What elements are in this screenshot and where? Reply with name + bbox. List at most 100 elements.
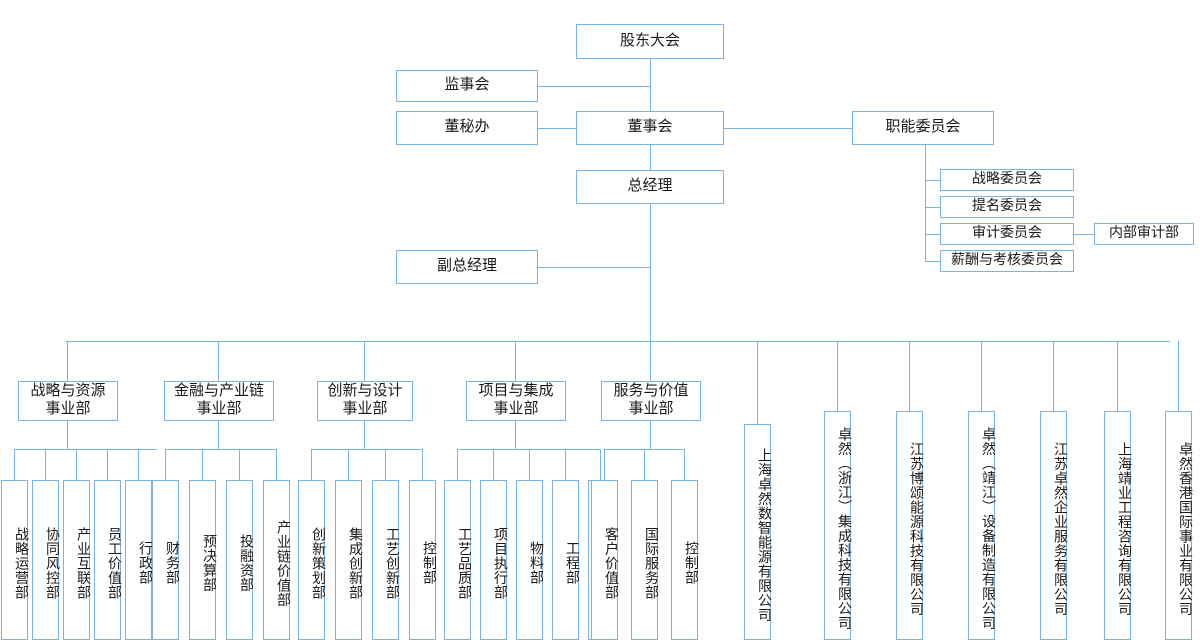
node-dept-4-1[interactable]: 国际服务部 xyxy=(631,480,658,640)
connector-committee-nomination-stub xyxy=(925,207,941,208)
connector-supervisory-to-trunk xyxy=(538,86,651,87)
node-division-0[interactable]: 战略与资源 事业部 xyxy=(18,381,118,421)
connector-committee-remuneration-stub xyxy=(925,261,941,262)
node-dept-0-3[interactable]: 员工价值部 xyxy=(94,480,121,640)
drop-dept-3-1 xyxy=(493,449,494,480)
drop-dept-0-3 xyxy=(107,449,108,480)
node-dept-1-0[interactable]: 财务部 xyxy=(152,480,179,640)
drop-dept-1-1 xyxy=(202,449,203,480)
drop-subsidiary-2 xyxy=(909,341,910,411)
sub-bus-division-0 xyxy=(14,449,157,450)
node-dept-1-2[interactable]: 投融资部 xyxy=(226,480,253,640)
drop-dept-1-2 xyxy=(239,449,240,480)
node-dept-0-4[interactable]: 行政部 xyxy=(125,480,152,640)
node-dept-3-1[interactable]: 项目执行部 xyxy=(480,480,507,640)
node-general-manager[interactable]: 总经理 xyxy=(576,170,724,204)
connector-board-to-gm xyxy=(650,145,651,170)
node-division-1[interactable]: 金融与产业链 事业部 xyxy=(164,381,274,421)
node-committee-remuneration[interactable]: 薪酬与考核委员会 xyxy=(940,250,1074,272)
node-subsidiary-5[interactable]: 上海靖业工程咨询有限公司 xyxy=(1104,411,1131,640)
node-dept-4-0[interactable]: 客户价值部 xyxy=(591,480,618,640)
node-committee-nomination[interactable]: 提名委员会 xyxy=(940,196,1074,218)
drop-dept-3-3 xyxy=(565,449,566,480)
sub-bus-division-3 xyxy=(457,449,600,450)
drop-dept-1-3 xyxy=(276,449,277,480)
node-division-3[interactable]: 项目与集成 事业部 xyxy=(466,381,566,421)
node-shareholders-meeting[interactable]: 股东大会 xyxy=(576,24,724,59)
drop-dept-3-4 xyxy=(600,449,601,480)
connector-committee-strategy-stub xyxy=(925,180,941,181)
stem-division-0 xyxy=(67,421,68,449)
drop-division-3 xyxy=(515,341,516,381)
drop-dept-2-0 xyxy=(311,449,312,480)
drop-dept-4-2 xyxy=(684,449,685,480)
node-deputy-general-manager[interactable]: 副总经理 xyxy=(396,250,538,284)
drop-dept-4-1 xyxy=(644,449,645,480)
connector-audit-to-internal-audit xyxy=(1074,234,1095,235)
drop-dept-1-0 xyxy=(165,449,166,480)
connector-secretary-to-board xyxy=(538,128,577,129)
node-dept-0-1[interactable]: 协同风控部 xyxy=(32,480,59,640)
drop-dept-2-3 xyxy=(422,449,423,480)
node-functional-committee[interactable]: 职能委员会 xyxy=(852,111,994,145)
connector-gm-trunk xyxy=(650,204,651,341)
drop-division-2 xyxy=(364,341,365,381)
drop-dept-0-1 xyxy=(45,449,46,480)
drop-dept-3-0 xyxy=(457,449,458,480)
node-committee-audit[interactable]: 审计委员会 xyxy=(940,223,1074,245)
node-dept-2-3[interactable]: 控制部 xyxy=(409,480,436,640)
drop-dept-4-0 xyxy=(604,449,605,480)
stem-division-1 xyxy=(218,421,219,449)
node-subsidiary-1[interactable]: 卓然（浙江）集成科技有限公司 xyxy=(824,411,851,640)
drop-subsidiary-3 xyxy=(981,341,982,411)
connector-board-to-functional-committee xyxy=(724,128,853,129)
connector-deputy-gm-to-trunk xyxy=(538,267,651,268)
stem-division-2 xyxy=(364,421,365,449)
drop-subsidiary-6 xyxy=(1178,341,1179,411)
connector-functional-committee-spine xyxy=(925,145,926,262)
node-subsidiary-2[interactable]: 江苏博颂能源科技有限公司 xyxy=(896,411,923,640)
drop-subsidiary-0 xyxy=(757,341,758,424)
node-dept-0-0[interactable]: 战略运营部 xyxy=(1,480,28,640)
node-committee-strategy[interactable]: 战略委员会 xyxy=(940,169,1074,191)
drop-subsidiary-5 xyxy=(1117,341,1118,411)
stem-division-4 xyxy=(650,421,651,449)
node-subsidiary-0[interactable]: 上海卓然数智能源有限公司 xyxy=(744,424,771,640)
node-dept-3-2[interactable]: 物料部 xyxy=(516,480,543,640)
node-dept-2-2[interactable]: 工艺创新部 xyxy=(372,480,399,640)
drop-dept-0-0 xyxy=(14,449,15,480)
node-dept-2-1[interactable]: 集成创新部 xyxy=(335,480,362,640)
drop-subsidiary-4 xyxy=(1053,341,1054,411)
node-board-secretary-office[interactable]: 董秘办 xyxy=(396,111,538,145)
node-dept-2-0[interactable]: 创新策划部 xyxy=(298,480,325,640)
drop-division-4 xyxy=(650,341,651,381)
main-division-bus xyxy=(66,341,1170,342)
drop-subsidiary-1 xyxy=(837,341,838,411)
node-dept-0-2[interactable]: 产业互联部 xyxy=(63,480,90,640)
connector-shareholders-to-board xyxy=(650,59,651,111)
node-subsidiary-3[interactable]: 卓然（靖江）设备制造有限公司 xyxy=(968,411,995,640)
node-dept-4-2[interactable]: 控制部 xyxy=(671,480,698,640)
drop-dept-2-1 xyxy=(348,449,349,480)
drop-division-1 xyxy=(218,341,219,381)
node-dept-3-0[interactable]: 工艺品质部 xyxy=(444,480,471,640)
sub-bus-division-1 xyxy=(165,449,277,450)
node-dept-1-1[interactable]: 预决算部 xyxy=(189,480,216,640)
node-internal-audit-department[interactable]: 内部审计部 xyxy=(1094,223,1194,245)
drop-dept-0-2 xyxy=(76,449,77,480)
node-division-4[interactable]: 服务与价值 事业部 xyxy=(601,381,701,421)
connector-committee-audit-stub xyxy=(925,234,941,235)
node-subsidiary-6[interactable]: 卓然香港国际事业有限公司 xyxy=(1165,411,1192,640)
node-subsidiary-4[interactable]: 江苏卓然企业服务有限公司 xyxy=(1040,411,1067,640)
node-board-of-directors[interactable]: 董事会 xyxy=(576,111,724,145)
stem-division-3 xyxy=(515,421,516,449)
node-supervisory-board[interactable]: 监事会 xyxy=(396,70,538,102)
node-division-2[interactable]: 创新与设计 事业部 xyxy=(317,381,413,421)
drop-dept-0-4 xyxy=(138,449,139,480)
node-dept-3-3[interactable]: 工程部 xyxy=(552,480,579,640)
node-dept-1-3[interactable]: 产业链价值部 xyxy=(263,480,290,640)
sub-bus-division-2 xyxy=(311,449,423,450)
drop-dept-2-2 xyxy=(385,449,386,480)
drop-dept-3-2 xyxy=(529,449,530,480)
